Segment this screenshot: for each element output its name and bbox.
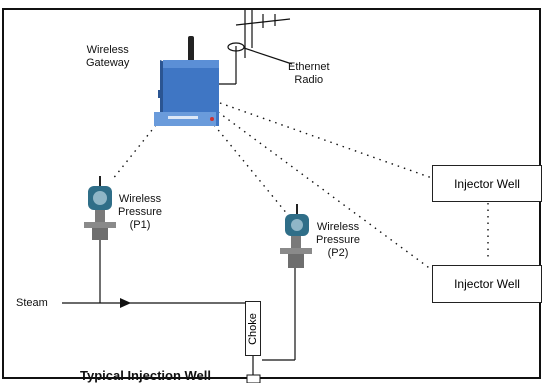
- injector-well-box: Injector Well: [432, 165, 542, 202]
- well-head: [246, 374, 261, 383]
- injector-well-label: Injector Well: [454, 277, 520, 291]
- injector-well-label: Injector Well: [454, 176, 520, 191]
- flow-arrow: [120, 298, 131, 308]
- wireless-links: [111, 102, 489, 271]
- injector-well-box: Injector Well: [432, 265, 542, 303]
- choke-label: Choke: [247, 312, 259, 345]
- piping: [62, 240, 296, 375]
- pressure-transmitter-icon: [84, 176, 116, 240]
- steam-label: Steam: [16, 297, 48, 309]
- antenna-icon: [210, 10, 293, 85]
- diagram-title: Typical Injection Well: [80, 368, 211, 383]
- choke-box: Choke: [245, 301, 261, 356]
- pressure-p1-label: Wireless Pressure (P1): [118, 193, 163, 231]
- ethernet-radio-label: Ethernet Radio: [288, 61, 330, 86]
- wireless-gateway-icon: [154, 36, 219, 126]
- gateway-label: Wireless Gateway: [86, 44, 130, 69]
- pressure-p2-label: Wireless Pressure (P2): [316, 221, 361, 259]
- pressure-transmitter-icon: [280, 204, 312, 268]
